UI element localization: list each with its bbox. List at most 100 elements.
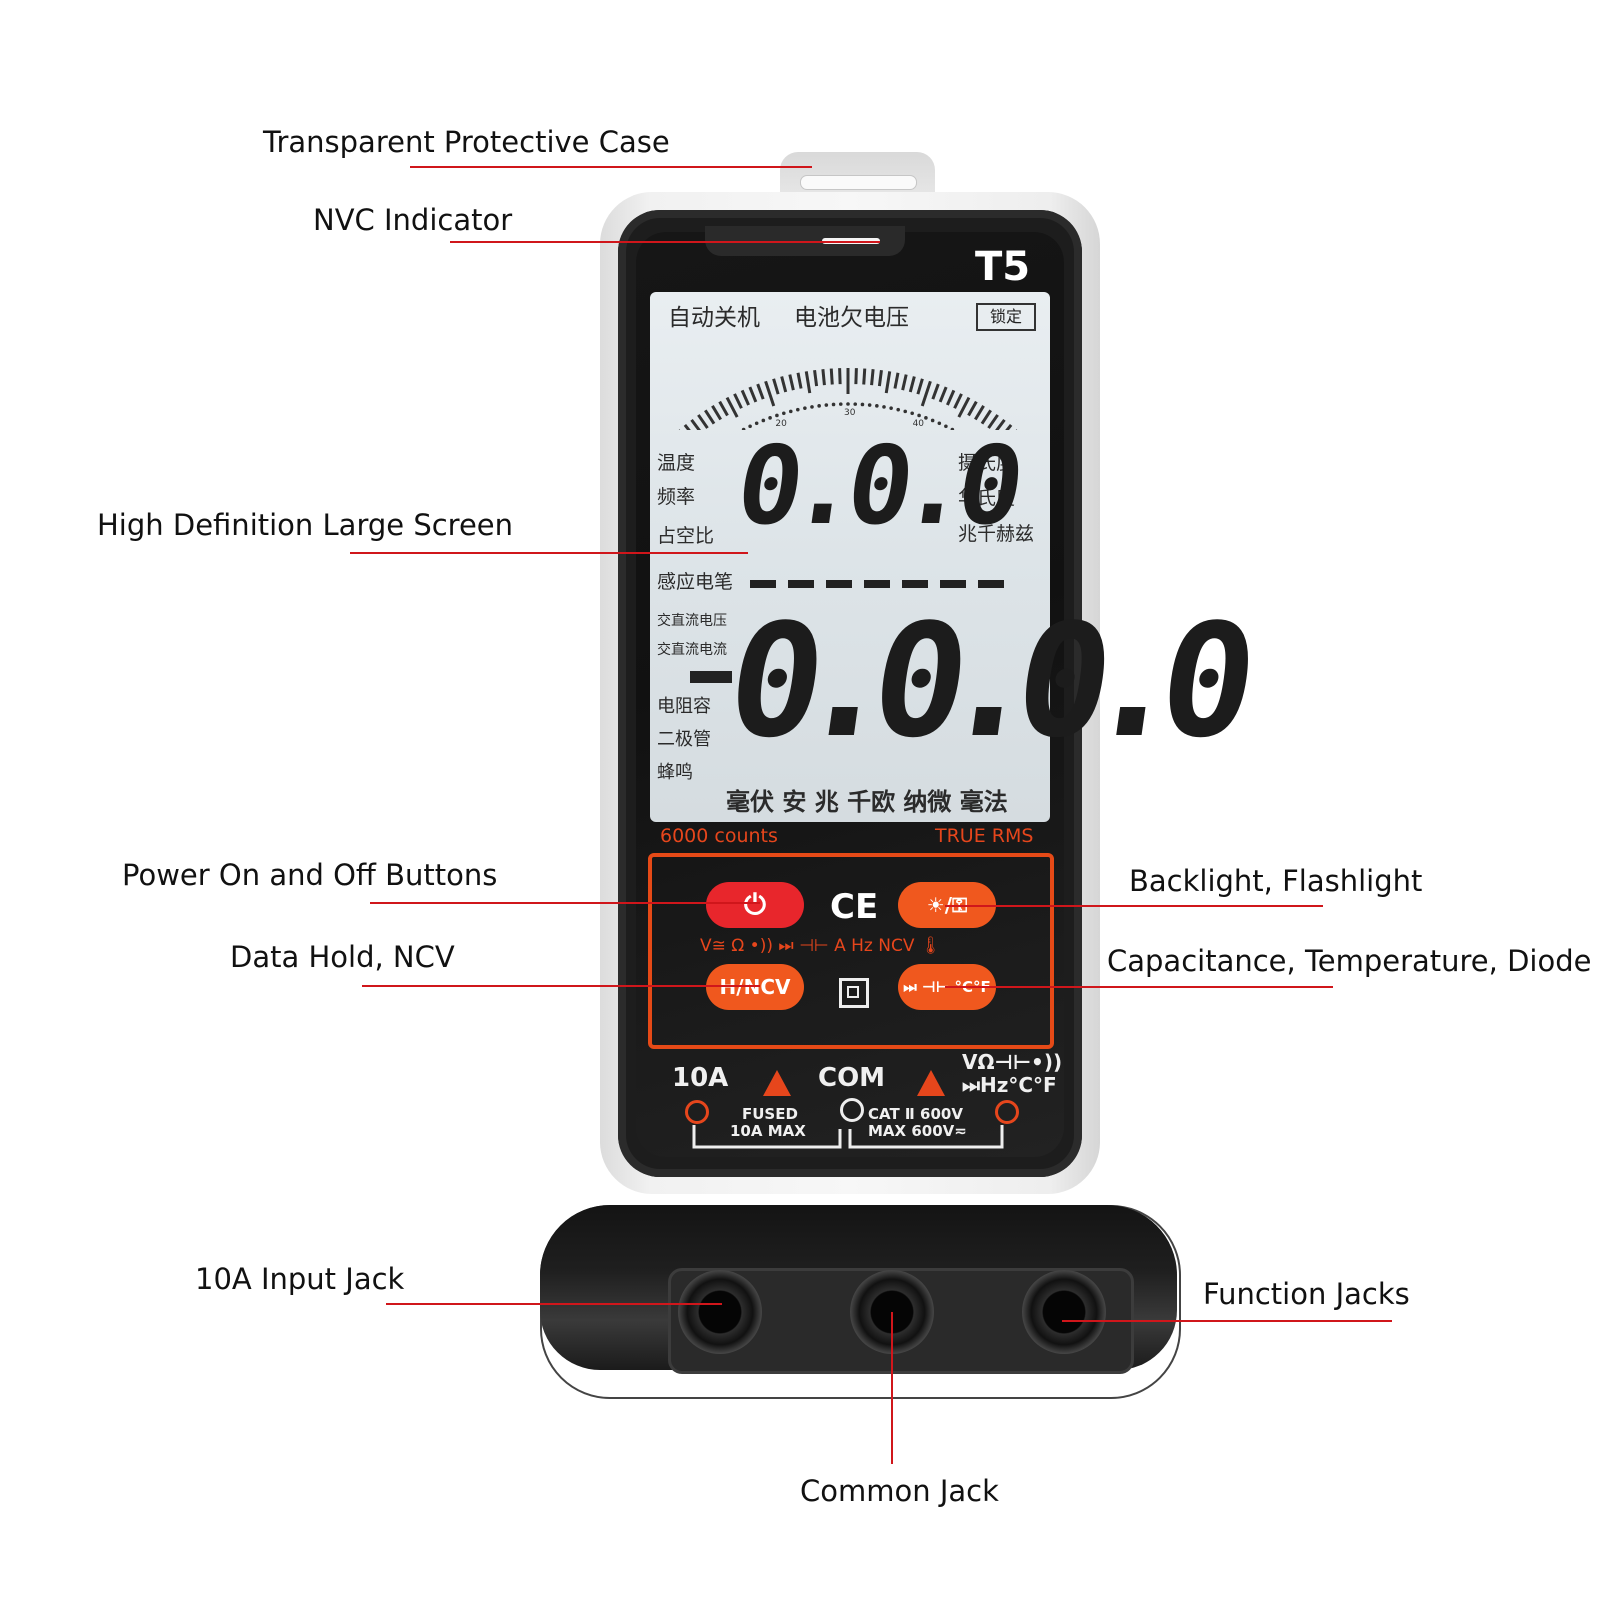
callout-screen: High Definition Large Screen bbox=[97, 508, 514, 542]
leader-hold bbox=[362, 985, 760, 987]
resistance-label: 电阻容 bbox=[657, 696, 711, 717]
scale-dot bbox=[803, 406, 807, 410]
scale-tick bbox=[740, 389, 750, 406]
scale-tick bbox=[788, 374, 795, 391]
auto-off-label: 自动关机 bbox=[668, 305, 760, 331]
scale-dot bbox=[775, 413, 779, 418]
leader-10a-jack bbox=[386, 1303, 722, 1305]
scale-tick bbox=[893, 372, 900, 389]
freq-label: 频率 bbox=[657, 486, 696, 508]
scale-dot bbox=[930, 418, 935, 423]
scale-tick bbox=[829, 368, 834, 385]
scale-tick bbox=[877, 369, 883, 387]
upper-digits: 0.0.0 bbox=[729, 424, 1022, 549]
scale-dot bbox=[853, 402, 858, 406]
scale-tick bbox=[870, 369, 875, 386]
callout-power: Power On and Off Buttons bbox=[122, 858, 498, 892]
scale-dot bbox=[896, 407, 900, 412]
scale-dot bbox=[838, 402, 843, 406]
jack-function bbox=[1022, 1270, 1106, 1354]
acdc-volt-label: 交直流电压 bbox=[657, 613, 727, 629]
scale-dot bbox=[824, 403, 829, 407]
scale-tick bbox=[920, 380, 932, 407]
celsius-label: 摄氏度 bbox=[958, 452, 1016, 474]
callout-backlight: Backlight, Flashlight bbox=[1129, 864, 1423, 898]
scale-dot bbox=[754, 421, 759, 426]
scale-dot bbox=[768, 416, 772, 420]
case-hanger-slot bbox=[800, 175, 917, 190]
scale-dot bbox=[788, 409, 793, 414]
scale-tick bbox=[953, 393, 963, 409]
scale-tick bbox=[756, 383, 765, 400]
scale-tick bbox=[908, 376, 916, 393]
acdc-current-label: 交直流电流 bbox=[657, 642, 727, 658]
model-label: T5 bbox=[975, 244, 1031, 290]
scale-tick bbox=[862, 368, 867, 385]
scale-dot bbox=[810, 405, 814, 409]
scale-tick bbox=[995, 418, 1006, 430]
ce-mark: CE bbox=[830, 887, 879, 927]
leader-power bbox=[370, 902, 760, 904]
scale-dot bbox=[741, 427, 746, 430]
callout-function-jacks: Function Jacks bbox=[1203, 1277, 1410, 1311]
leader-nvc bbox=[450, 241, 880, 243]
scale-dot bbox=[867, 403, 872, 407]
scale-tick bbox=[748, 386, 758, 403]
hold-ncv-button[interactable]: H/NCV bbox=[706, 964, 804, 1010]
scale-tick bbox=[704, 409, 716, 425]
scale-tick-label: 20 bbox=[775, 419, 787, 429]
scale-dot bbox=[817, 404, 821, 408]
low-battery-label: 电池欠电压 bbox=[794, 305, 909, 331]
scale-tick bbox=[804, 371, 812, 394]
double-insulation-icon bbox=[839, 978, 869, 1008]
scale-tick bbox=[854, 368, 858, 385]
callout-capacitance: Capacitance, Temperature, Diode bbox=[1107, 944, 1592, 978]
scale-tick bbox=[931, 383, 940, 400]
scale-tick bbox=[772, 378, 780, 395]
scale-tick bbox=[901, 374, 908, 391]
true-rms-label: TRUE RMS bbox=[935, 825, 1034, 847]
fahrenheit-label: 华氏度 bbox=[958, 487, 1016, 509]
scale-tick bbox=[780, 376, 788, 393]
scale-dot bbox=[782, 411, 786, 416]
leader-common-jack bbox=[891, 1312, 893, 1464]
duty-label: 占空比 bbox=[657, 525, 715, 547]
scale-tick bbox=[733, 393, 743, 409]
scale-dot bbox=[875, 404, 879, 408]
scale-dot bbox=[917, 413, 921, 418]
fused-label: FUSED bbox=[742, 1105, 798, 1123]
scale-dot bbox=[944, 424, 948, 429]
scale-tick bbox=[987, 414, 999, 429]
scale-tick bbox=[764, 380, 776, 407]
power-button[interactable]: ⏻ bbox=[706, 882, 804, 928]
scale-tick-label: 30 bbox=[844, 408, 856, 418]
scale-tick bbox=[980, 409, 992, 425]
buzzer-label: 蜂鸣 bbox=[657, 762, 693, 783]
scale-dot bbox=[889, 406, 893, 410]
scale-tick bbox=[1005, 424, 1013, 430]
scale-dot bbox=[924, 416, 928, 420]
scale-tick bbox=[884, 371, 892, 394]
scale-dot bbox=[910, 411, 914, 416]
jack-func-label-1: VΩ⊣⊢•)) bbox=[962, 1050, 1063, 1074]
jack-func-marker bbox=[995, 1100, 1019, 1124]
leader-backlight bbox=[945, 905, 1323, 907]
scale-tick bbox=[711, 405, 722, 421]
scale-dot bbox=[831, 402, 836, 407]
scale-tick bbox=[821, 369, 826, 386]
leader-capacitance bbox=[945, 986, 1333, 988]
leader-screen bbox=[350, 552, 748, 554]
jack-func-label-2: ⏭Hz°C°F bbox=[962, 1073, 1057, 1097]
function-icon-row: V≅ Ω •)) ⏭ ⊣⊢ A Hz NCV 🌡 bbox=[700, 936, 942, 956]
lcd-screen bbox=[650, 292, 1050, 822]
scale-dot bbox=[882, 405, 886, 409]
scale-dot bbox=[903, 409, 908, 414]
fused-max-label: 10A MAX bbox=[730, 1122, 806, 1140]
max-voltage-label: MAX 600V≂ bbox=[868, 1122, 967, 1140]
scale-dot bbox=[937, 421, 942, 426]
scale-tick bbox=[957, 396, 971, 418]
jack-com-label: COM bbox=[818, 1063, 886, 1093]
counts-label: 6000 counts bbox=[660, 825, 778, 847]
callout-nvc: NVC Indicator bbox=[313, 203, 513, 237]
callout-common-jack: Common Jack bbox=[800, 1474, 999, 1508]
